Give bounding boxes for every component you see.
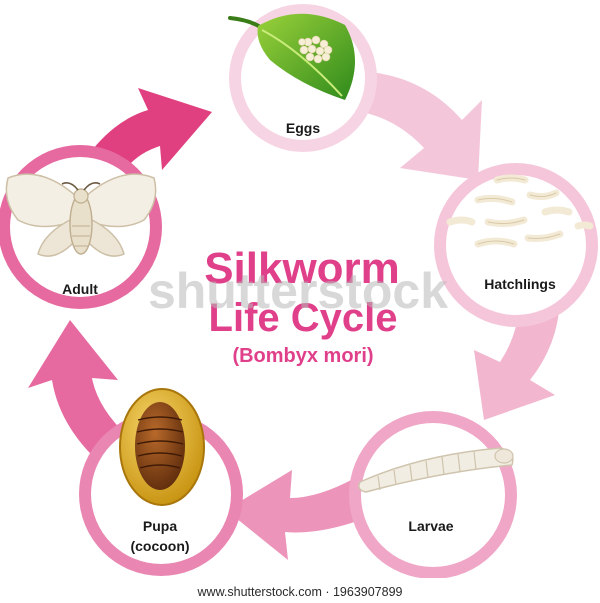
title-subtitle: (Bombyx mori) [232,345,373,367]
stage-hatchlings: Hatchlings [434,163,598,327]
stage-label-eggs: Eggs [286,120,320,136]
cocoon-icon [119,388,205,506]
arrow-eggs-to-hatchlings [362,72,482,180]
arrow-pupa-to-adult [28,320,132,470]
stage-larvae: Larvae [349,411,517,579]
stage-label-adult: Adult [62,281,98,297]
watermark: shutterstock [148,263,448,319]
leaf-with-eggs-icon [228,13,355,100]
stage-label-pupa: Pupa [143,518,177,534]
footer-credit: www.shutterstock.com · 1963907899 [197,585,403,599]
arrow-larvae-to-pupa [226,470,366,560]
stage-label-hatchlings: Hatchlings [484,276,556,292]
larva-worm-icon [358,447,514,493]
stage-label-pupa-cocoon: (cocoon) [130,538,189,554]
stage-adult: Adult [0,145,162,309]
title-line-1: Silkworm [204,244,400,293]
stage-label-larvae: Larvae [408,518,453,534]
stage-eggs: Eggs [228,4,377,152]
arrow-hatchlings-to-larvae [474,300,560,420]
diagram-title: Silkworm Life Cycle (Bombyx mori) [204,244,400,367]
silk-moth-icon [5,173,157,257]
stage-pupa: Pupa (cocoon) [79,388,243,576]
title-line-2: Life Cycle [209,296,398,340]
